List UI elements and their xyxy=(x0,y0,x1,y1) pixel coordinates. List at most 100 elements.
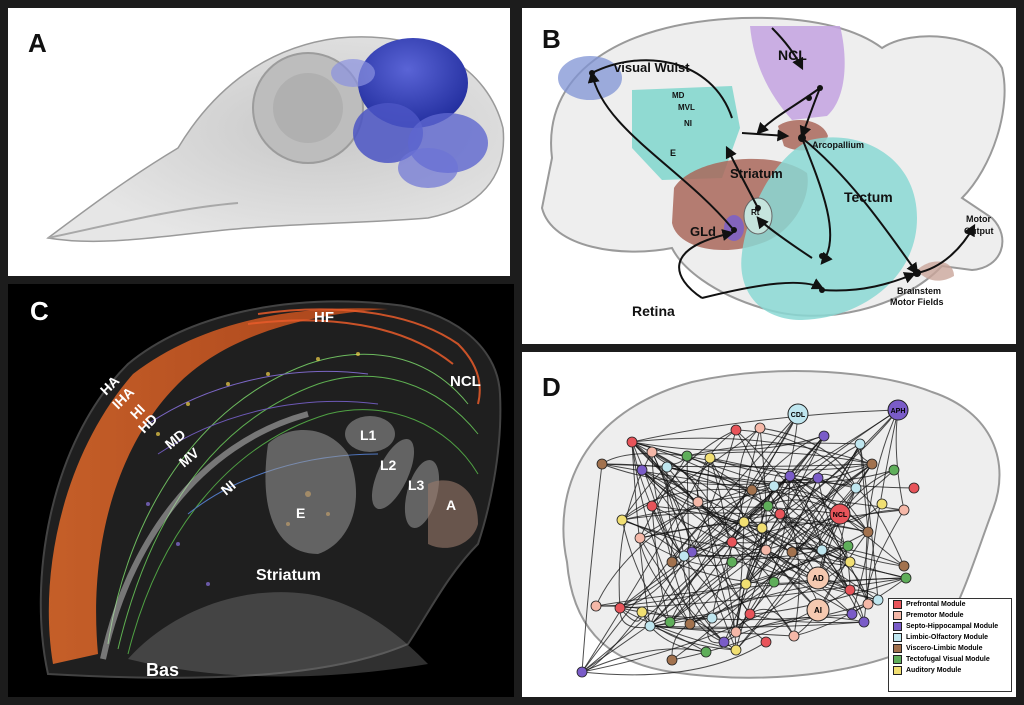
label-a: A xyxy=(446,497,456,513)
label-motor: Motor xyxy=(966,214,991,224)
network-edge xyxy=(671,463,873,661)
network-edge xyxy=(601,463,819,486)
network-node xyxy=(768,480,780,492)
network-edge xyxy=(581,641,767,676)
network-node xyxy=(812,472,824,484)
network-edge xyxy=(631,441,693,553)
network-node xyxy=(846,608,858,620)
network-node xyxy=(850,482,862,494)
network-node xyxy=(786,546,798,558)
network-node xyxy=(788,630,800,642)
legend-item: Septo-Hippocampal Module xyxy=(893,621,1011,632)
panel-b-illustration: B visual Wulst NCL MD MVL NI E Striatum … xyxy=(540,16,1006,320)
network-edge xyxy=(631,409,899,443)
node-ncl xyxy=(829,503,851,525)
network-node xyxy=(614,602,626,614)
label-ad: AD xyxy=(812,574,824,583)
network-node xyxy=(854,438,866,450)
legend-item: Limbic-Olfactory Module xyxy=(893,632,1011,643)
network-node xyxy=(898,504,910,516)
network-node xyxy=(700,646,712,658)
network-node xyxy=(636,464,648,476)
network-node xyxy=(646,446,658,458)
label-e: E xyxy=(670,148,676,158)
network-node xyxy=(898,560,910,572)
hyperpallium-band xyxy=(48,308,388,664)
striatum-shape xyxy=(128,592,428,677)
network-edge xyxy=(765,549,853,615)
network-node xyxy=(646,500,658,512)
network-node xyxy=(666,556,678,568)
network-edge xyxy=(631,435,825,451)
network-node xyxy=(754,422,766,434)
network-edge xyxy=(639,537,733,567)
legend-swatch xyxy=(893,600,902,609)
visual-wulst-region xyxy=(558,56,622,100)
label-ai: AI xyxy=(814,606,822,615)
legend-item: Premotor Module xyxy=(893,610,1011,621)
node-cdl xyxy=(787,403,809,425)
label-l2: L2 xyxy=(380,457,397,473)
network-edge xyxy=(581,413,799,673)
legend-swatch xyxy=(893,611,902,620)
network-edge xyxy=(581,463,603,673)
legend-item: Tectofugal Visual Module xyxy=(893,654,1011,665)
legend-label: Viscero-Limbic Module xyxy=(906,645,983,652)
network-node xyxy=(666,654,678,666)
lamina-divider xyxy=(100,411,309,660)
network-edge xyxy=(641,611,737,651)
network-node xyxy=(636,606,648,618)
l1-shape xyxy=(345,416,395,452)
network-edge xyxy=(738,427,761,523)
entopallium-region xyxy=(632,86,740,180)
network-edge xyxy=(671,589,851,661)
network-edge xyxy=(793,577,907,637)
network-edge xyxy=(697,429,737,503)
arcopallium-shape xyxy=(428,480,478,548)
panel-c-label: C xyxy=(30,296,49,326)
network-edge xyxy=(631,437,873,465)
label-ncl: NCL xyxy=(778,47,807,63)
network-edge xyxy=(743,435,825,523)
label-cdl: CDL xyxy=(791,412,806,419)
network-edge xyxy=(631,441,775,487)
network-node xyxy=(744,608,756,620)
label-output: Output xyxy=(964,226,994,236)
network-node xyxy=(862,526,874,538)
label-brainstem: Brainstem xyxy=(897,286,941,296)
label-ni: NI xyxy=(684,119,692,128)
network-edge xyxy=(779,513,851,591)
legend-label: Premotor Module xyxy=(906,612,964,619)
node-ai xyxy=(806,598,830,622)
network-node xyxy=(858,616,870,628)
ncl-region xyxy=(750,26,845,120)
pathway-arrows xyxy=(587,27,976,299)
legend-swatch xyxy=(893,655,902,664)
network-edge xyxy=(683,509,905,557)
network-node xyxy=(634,532,646,544)
network-edge xyxy=(735,429,857,489)
panel-c-illustration: C HF NCL HA IHA HI HD MD MV NI E L1 L2 L… xyxy=(30,296,502,680)
network-node xyxy=(774,508,786,520)
network-edge xyxy=(649,409,899,627)
label-retina: Retina xyxy=(632,303,675,319)
label-tectum: Tectum xyxy=(844,189,893,205)
network-edge xyxy=(595,545,849,607)
network-edge xyxy=(651,451,737,651)
network-node xyxy=(866,458,878,470)
legend-swatch xyxy=(893,644,902,653)
panel-b: B visual Wulst NCL MD MVL NI E Striatum … xyxy=(522,8,1016,344)
network-edge xyxy=(773,485,869,533)
label-ncl: NCL xyxy=(450,373,481,390)
network-edge xyxy=(621,512,869,533)
network-edge xyxy=(686,455,691,625)
network-node xyxy=(816,544,828,556)
entopallium-shape xyxy=(265,430,357,554)
network-edge xyxy=(731,427,761,543)
network-edge xyxy=(666,466,769,507)
network-node xyxy=(692,496,704,508)
label-e: E xyxy=(296,505,305,521)
label-visual-wulst: visual Wulst xyxy=(614,60,690,75)
